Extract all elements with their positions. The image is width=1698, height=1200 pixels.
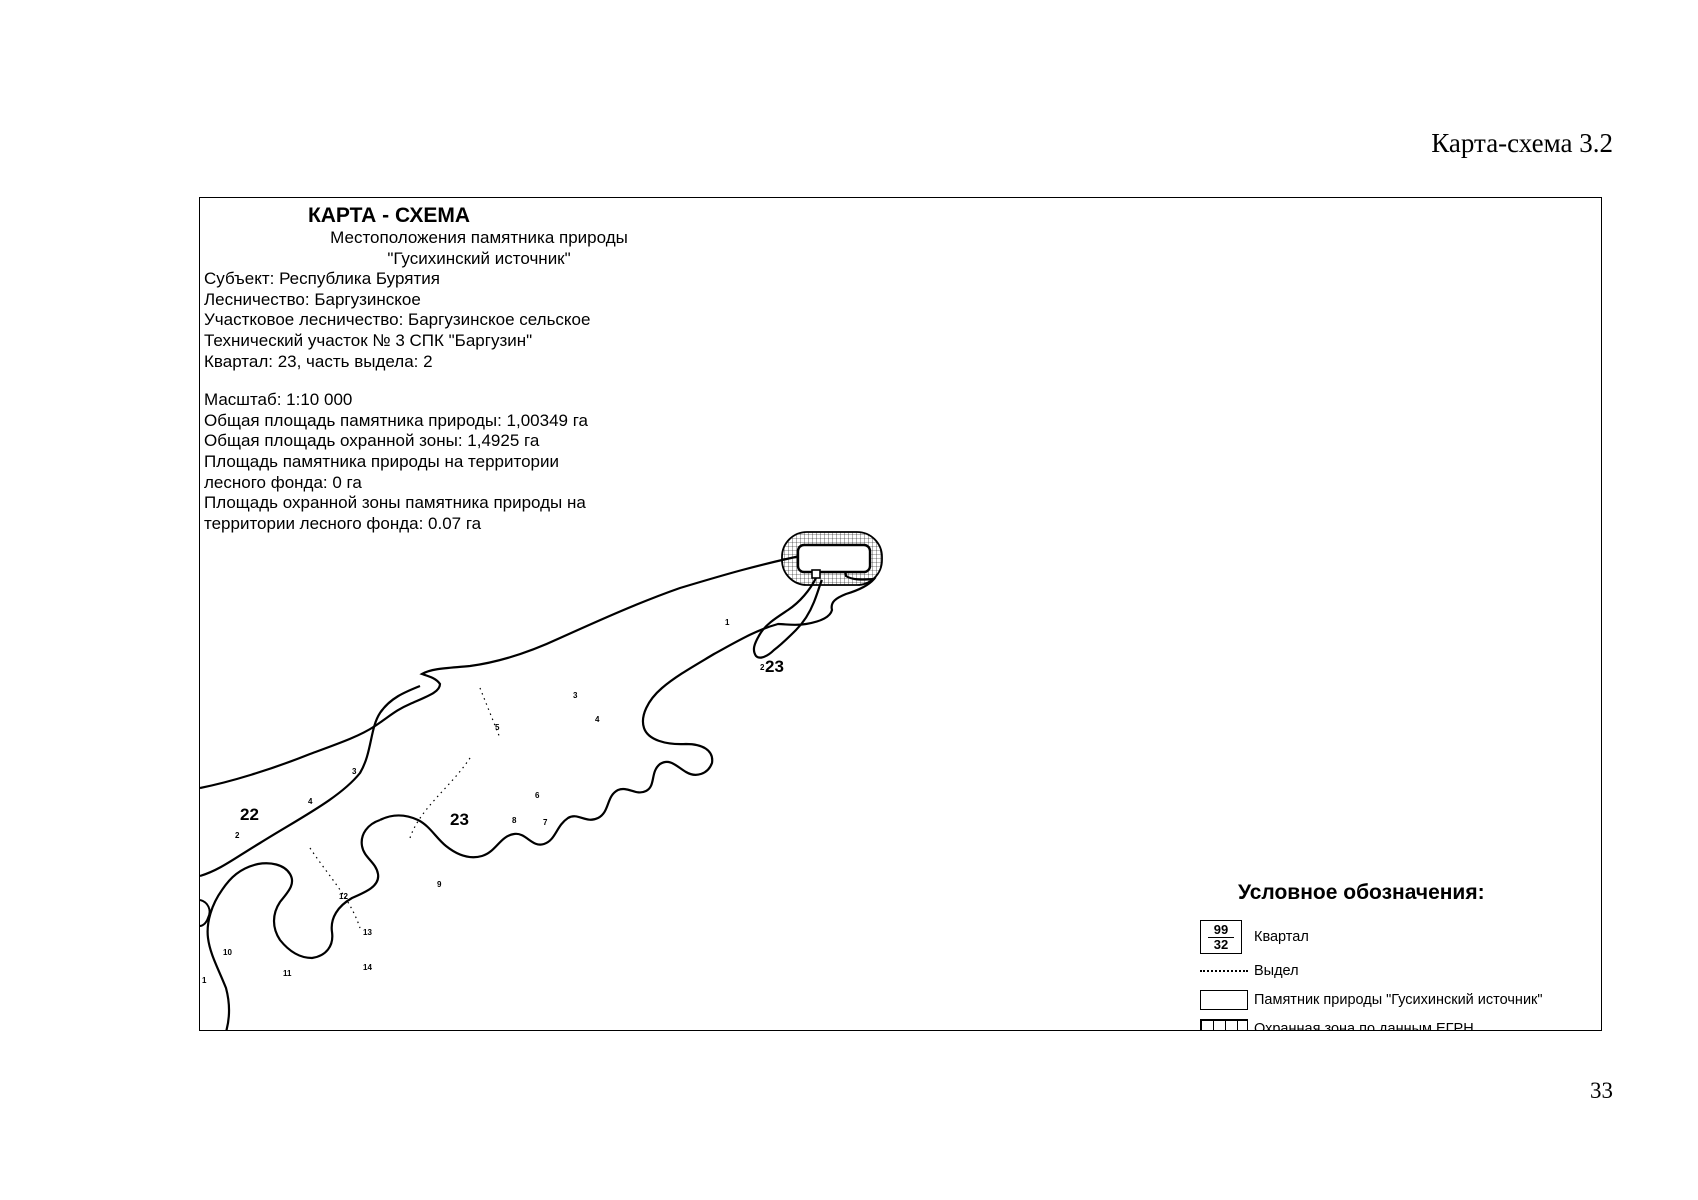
east-spit-visible — [752, 577, 823, 659]
page-caption: Карта-схема 3.2 — [1431, 128, 1613, 158]
quarter-symbol: 99 32 — [1200, 920, 1242, 954]
legend-monument-label: Памятник природы "Гусихинский источник" — [1254, 991, 1543, 1008]
legend-zone-label: Охранная зона по данным ЕГРН — [1254, 1020, 1474, 1031]
legend-row-zone: Охранная зона по данным ЕГРН — [1200, 1014, 1600, 1031]
plot-label-w-3: 3 — [352, 767, 357, 776]
info-technical-section: Технический участок № 3 СПК "Баргузин" — [204, 330, 533, 350]
plot-line-1 — [409, 757, 471, 839]
info-zone-area: Общая площадь охранной зоны: 1,4925 га — [204, 431, 540, 451]
plot-label-w-2: 2 — [235, 831, 240, 840]
map-title: КАРТА - СХЕМА — [307, 204, 471, 227]
legend-row-quarter: 99 32 Квартал — [1200, 918, 1600, 956]
info-monument-area: Общая площадь памятника природы: 1,00349… — [204, 410, 588, 430]
info-zone-forest-area-2: территории лесного фонда: 0.07 га — [204, 513, 482, 533]
info-quarter: Квартал: 23, часть выдела: 2 — [204, 351, 433, 371]
natural-monument — [796, 543, 872, 574]
map-subtitle-2: "Гусихинский источник" — [387, 248, 571, 268]
info-monument-forest-area-1: Площадь памятника природы на территории — [204, 451, 560, 471]
legend-row-plot: Выдел — [1200, 956, 1600, 985]
info-subject: Субъект: Республика Бурятия — [204, 269, 440, 289]
plot-label-6: 6 — [535, 791, 540, 800]
legend-quarter-label: Квартал — [1254, 929, 1309, 945]
quarter-23-main-label: 23 — [450, 810, 469, 829]
info-monument-forest-area-2: лесного фонда: 0 га — [204, 472, 362, 492]
legend-plot-label: Выдел — [1254, 962, 1299, 979]
plot-label-12: 12 — [339, 892, 348, 901]
page-number: 33 — [1590, 1078, 1613, 1103]
legend: Условное обозначения: 99 32 Квартал Выде… — [1200, 881, 1600, 1031]
map-frame: 22 23 23 1 2 3 4 5 6 7 8 9 10 11 12 13 1… — [199, 197, 1602, 1031]
plot-label-1: 1 — [725, 618, 730, 627]
info-district-forestry: Участковое лесничество: Баргузинское сел… — [204, 310, 591, 330]
plot-label-3: 3 — [573, 691, 578, 700]
plot-label-4: 4 — [595, 715, 600, 724]
plot-line-symbol — [1200, 969, 1248, 972]
plot-label-7: 7 — [543, 818, 548, 827]
map-subtitle-1: Местоположения памятника природы — [330, 228, 628, 247]
south-west-line — [206, 818, 381, 1030]
info-scale: Масштаб: 1:10 000 — [204, 390, 353, 410]
monument-symbol — [1200, 989, 1248, 1010]
plot-label-13: 13 — [363, 928, 372, 937]
legend-title: Условное обозначения: — [1238, 881, 1485, 904]
quarter-23-east-label: 23 — [765, 657, 784, 676]
edge-lobe — [200, 899, 211, 927]
plot-label-8: 8 — [512, 816, 517, 825]
map-info-block: КАРТА - СХЕМА Местоположения памятника п… — [204, 204, 724, 534]
info-forestry: Лесничество: Баргузинское — [204, 289, 421, 309]
plot-label-east-2: 2 — [760, 663, 765, 672]
plot-label-10: 10 — [223, 948, 232, 957]
plot-label-9: 9 — [437, 880, 442, 889]
plot-label-14: 14 — [363, 963, 372, 972]
legend-row-monument: Памятник природы "Гусихинский источник" — [1200, 985, 1600, 1014]
info-zone-forest-area-1: Площадь охранной зоны памятника природы … — [204, 493, 586, 513]
map-traced: 22 23 23 1 2 3 4 5 6 7 8 9 10 11 12 13 1… — [200, 531, 1601, 1030]
plot-label-5: 5 — [495, 723, 500, 732]
plot-label-w-4: 4 — [308, 797, 313, 806]
plot-label-11: 11 — [283, 969, 292, 978]
plot-label-w-1: 1 — [202, 976, 207, 985]
zone-symbol — [1200, 1018, 1248, 1030]
quarter-22-label: 22 — [240, 805, 259, 824]
west-shoreline — [200, 684, 421, 878]
plot-line-3 — [479, 687, 501, 739]
